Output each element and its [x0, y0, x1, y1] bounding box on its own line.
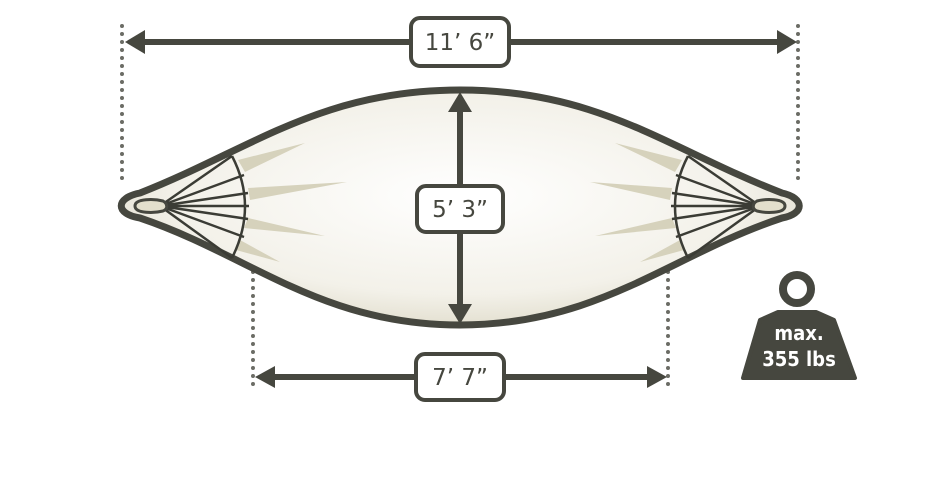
arrowheads: [125, 30, 797, 388]
width-text: 5’ 3”: [432, 197, 488, 223]
hammock-illustration: [117, 86, 803, 329]
width-label: 5’ 3”: [415, 184, 505, 234]
bed-length-text: 7’ 7”: [432, 365, 488, 391]
weight-value-text: 355 lbs: [762, 347, 836, 371]
weight-icon: max. 355 lbs: [741, 271, 857, 380]
total-length-text: 11’ 6”: [425, 30, 495, 56]
weight-max-text: max.: [774, 321, 823, 345]
total-length-label: 11’ 6”: [409, 16, 511, 68]
bed-length-label: 7’ 7”: [414, 352, 506, 402]
